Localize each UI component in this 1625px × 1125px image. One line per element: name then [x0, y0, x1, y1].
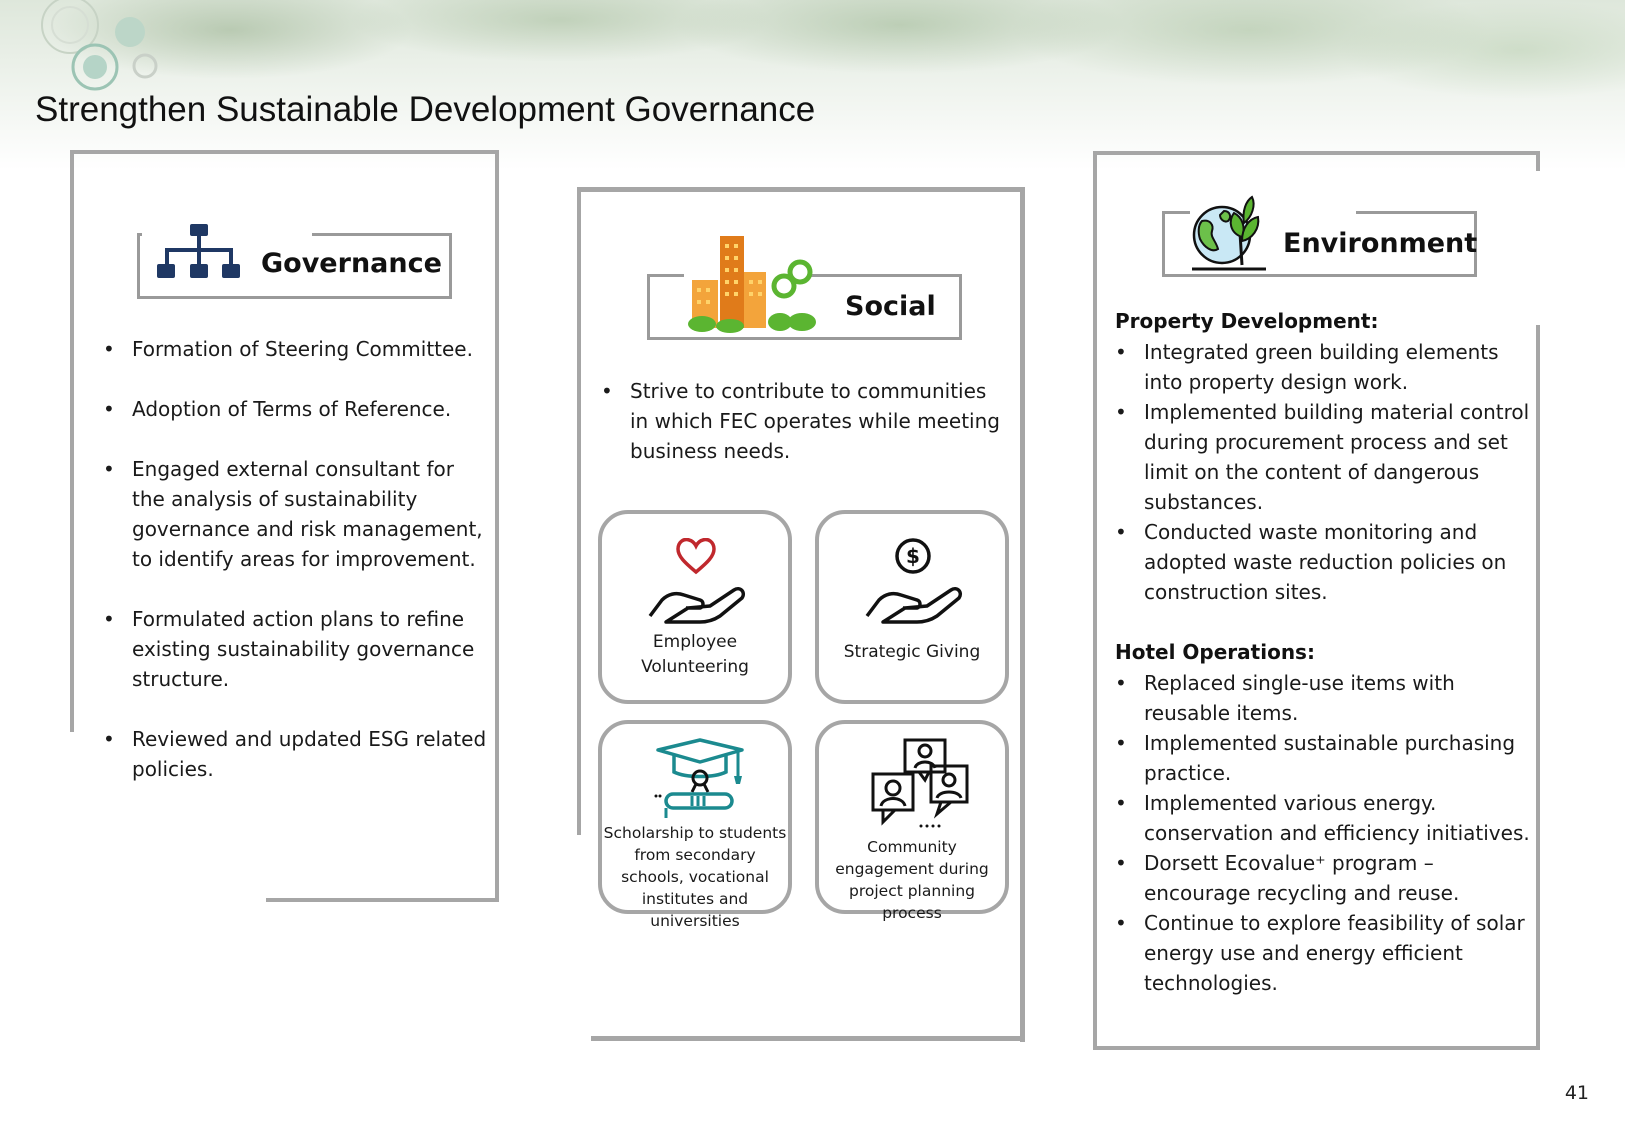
decorative-circles-icon — [41, 0, 158, 91]
tile-strategic-giving[interactable]: $ Strategic Giving — [815, 510, 1009, 704]
property-bullets: Integrated green building elements into … — [1115, 337, 1535, 607]
list-item: Implemented building material control du… — [1115, 397, 1535, 517]
list-item: Conducted waste monitoring and adopted w… — [1115, 517, 1535, 607]
governance-label: Governance — [261, 248, 442, 279]
frame-top — [577, 187, 1024, 192]
frame-right — [1020, 187, 1025, 1042]
frame-bottom — [1093, 1046, 1540, 1050]
tile-label: Strategic Giving — [843, 642, 981, 662]
list-item: Integrated green building elements into … — [1115, 337, 1535, 397]
list-item: Formation of Steering Committee. — [103, 334, 493, 364]
city-buildings-icon — [688, 236, 816, 333]
hotel-bullets: Replaced single-use items with reusable … — [1115, 668, 1535, 998]
frame-left — [1093, 151, 1097, 1050]
org-chart-icon — [157, 224, 240, 278]
tile-label: Community engagement during project plan… — [835, 838, 989, 922]
frame-left — [70, 150, 74, 732]
page-title: Strengthen Sustainable Development Gover… — [35, 90, 816, 129]
list-item: Implemented sustainable purchasing pract… — [1115, 728, 1535, 788]
tile-community-engagement[interactable]: Community engagement during project plan… — [815, 720, 1009, 922]
list-item: Implemented various energy. conservation… — [1115, 788, 1535, 848]
tile-label: Scholarship to students from secondary s… — [603, 824, 787, 930]
tile-scholarship[interactable]: Scholarship to students from secondary s… — [598, 720, 792, 930]
svg-text:$: $ — [906, 544, 920, 568]
governance-label-box — [137, 233, 452, 299]
list-item: Reviewed and updated ESG related policie… — [103, 724, 493, 784]
frame-top — [1093, 151, 1540, 155]
environment-label: Environment — [1283, 228, 1478, 259]
globe-plant-icon — [1192, 195, 1266, 271]
coin-hand-icon: $ — [865, 538, 963, 624]
community-chat-icon — [871, 738, 969, 828]
property-heading: Property Development: — [1115, 309, 1379, 333]
tile-employee-volunteering[interactable]: Employee Volunteering — [598, 510, 792, 704]
list-item: Formulated action plans to refine existi… — [103, 604, 493, 694]
page-number: 41 — [1564, 1082, 1589, 1104]
frame-right — [1536, 325, 1540, 1050]
graduation-cap-icon — [654, 738, 744, 818]
frame-right-stub — [1536, 151, 1540, 171]
frame-bottom — [266, 898, 499, 902]
hotel-heading: Hotel Operations: — [1115, 640, 1315, 664]
list-item: Dorsett Ecovalue⁺ program – encourage re… — [1115, 848, 1535, 908]
social-bullets: Strive to contribute to communities in w… — [601, 376, 1001, 466]
frame-left — [577, 187, 581, 835]
list-item: Engaged external consultant for the anal… — [103, 454, 493, 574]
list-item: Adoption of Terms of Reference. — [103, 394, 493, 424]
tree-banner — [0, 0, 1625, 170]
governance-bullets: Formation of Steering Committee. Adoptio… — [103, 334, 493, 784]
frame-top — [70, 150, 499, 154]
tile-label: Employee Volunteering — [641, 632, 749, 677]
list-item: Strive to contribute to communities in w… — [601, 376, 1001, 466]
list-item: Continue to explore feasibility of solar… — [1115, 908, 1535, 998]
social-label: Social — [845, 291, 936, 322]
frame-bottom — [591, 1036, 1025, 1041]
list-item: Replaced single-use items with reusable … — [1115, 668, 1535, 728]
frame-right — [495, 150, 499, 902]
heart-hand-icon — [648, 538, 746, 624]
